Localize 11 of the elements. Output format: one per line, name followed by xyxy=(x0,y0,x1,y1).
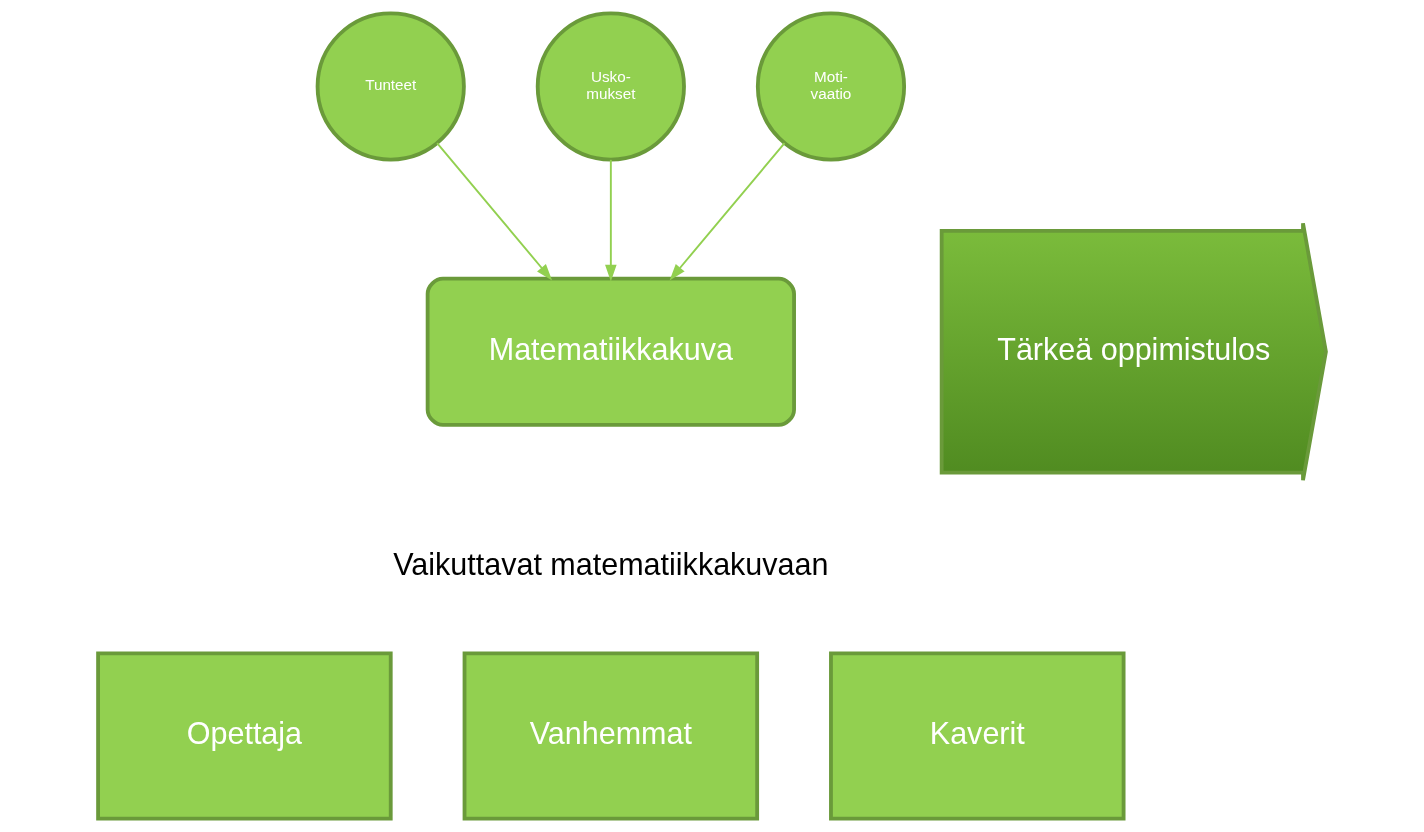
arrow xyxy=(436,142,553,281)
arrow xyxy=(669,142,786,281)
node-box: Vanhemmat xyxy=(462,651,760,821)
node-box: Kaverit xyxy=(829,651,1126,821)
node-circle: Usko- mukset xyxy=(535,11,686,162)
label: Vaikuttavat matematiikkakuvaan xyxy=(393,546,829,581)
node-box: Opettaja xyxy=(96,651,393,821)
node-box: Matematiikkakuva xyxy=(425,276,796,427)
node-circle: Moti- vaatio xyxy=(755,11,907,162)
node-circle: Tunteet xyxy=(315,11,466,162)
arrow xyxy=(605,158,617,282)
